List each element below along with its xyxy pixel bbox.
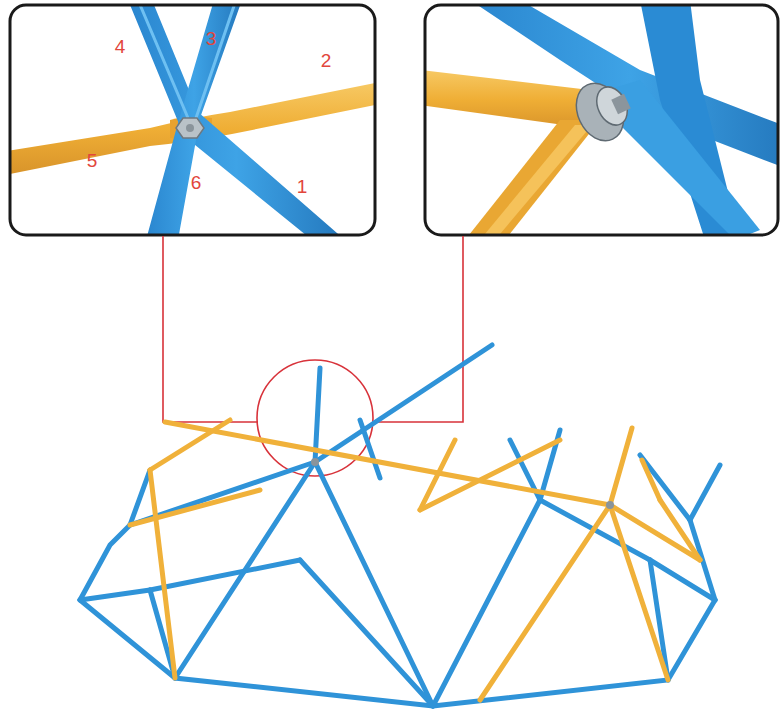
- joint-detail: [425, 5, 778, 235]
- callout-number: 2: [321, 51, 332, 70]
- callout-number: 6: [191, 173, 202, 192]
- callout-number: 4: [115, 37, 126, 56]
- dome-frame: [80, 345, 720, 706]
- callout-number: 1: [297, 177, 308, 196]
- callout-number: 3: [206, 29, 217, 48]
- zoom-leader: [163, 236, 463, 476]
- callout-number: 5: [87, 151, 98, 170]
- hub-detail: [10, 5, 375, 235]
